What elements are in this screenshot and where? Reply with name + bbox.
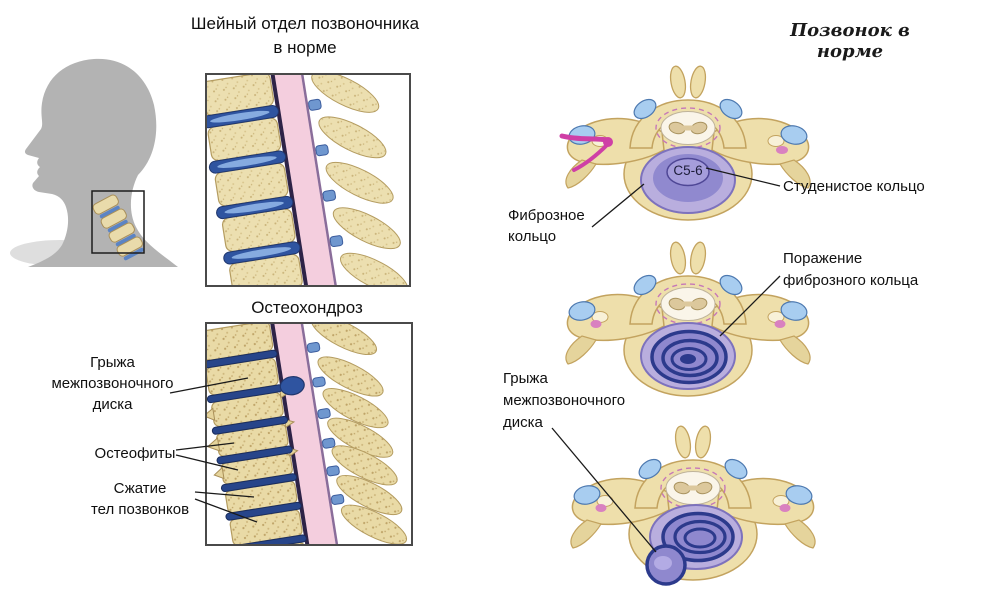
- healthy-discs: [207, 105, 301, 265]
- label-line: межпозвоночного: [51, 375, 174, 392]
- label-line: диска: [503, 414, 543, 431]
- vertebra-normal-illustration: [559, 65, 811, 221]
- osteochondrosis-panel: [205, 322, 413, 546]
- label-line: тел позвонков: [90, 501, 190, 518]
- label-line: диска: [92, 396, 133, 413]
- title-line: в норме: [273, 38, 337, 57]
- cervical-vertebrae-mini: [92, 194, 144, 261]
- label-line: Грыжа: [503, 370, 548, 387]
- label-line: Поражение: [783, 250, 863, 267]
- neck-focus-box: [91, 190, 145, 254]
- label-line: межпозвоночного: [503, 392, 626, 409]
- label-line: фиброзного кольца: [783, 272, 919, 289]
- label-line: Грыжа: [90, 354, 135, 371]
- spinal-cord-band: [270, 75, 339, 285]
- nerve-root: [572, 142, 610, 172]
- spinal-cord-band: [270, 324, 340, 544]
- osteochondrosis-illustration: [207, 324, 408, 544]
- title-cervical-normal: Шейный отдел позвоночника в норме: [180, 12, 430, 60]
- label-line: Сжатие: [113, 480, 167, 497]
- spinous-process-prong: [669, 65, 687, 99]
- label-line: кольцо: [508, 228, 557, 245]
- label-line: Фиброзное: [508, 207, 585, 224]
- spinous-process-prong: [689, 65, 707, 99]
- label-osteophytes: Остеофиты: [94, 445, 176, 462]
- title-osteochondrosis: Остеохондроз: [251, 298, 363, 317]
- label-fibrous-ring: Фиброзное кольцо: [508, 205, 613, 247]
- title-vertebra-normal: Позвонок в норме: [790, 20, 910, 62]
- disc-hernia-bulge-sagittal: [279, 376, 305, 396]
- vertebra-hernia-illustration: [570, 425, 816, 586]
- disc-level-label: C5-6: [673, 163, 703, 178]
- normal-spine-panel: [205, 73, 411, 287]
- dura-dashed-outline: [655, 107, 721, 149]
- normal-spine-illustration: [207, 75, 408, 285]
- label-annulus-damage: Поражение фиброзного кольца: [783, 248, 958, 292]
- title-line: Шейный отдел позвоночника: [190, 14, 420, 33]
- label-nucleus: Студенистое кольцо: [783, 178, 925, 195]
- head-silhouette-illustration: [10, 58, 178, 267]
- label-disc-hernia-left: Грыжа межпозвоночного диска: [45, 352, 180, 415]
- label-compression: Сжатие тел позвонков: [85, 478, 195, 520]
- label-disc-hernia-right: Грыжа межпозвоночного диска: [503, 368, 638, 434]
